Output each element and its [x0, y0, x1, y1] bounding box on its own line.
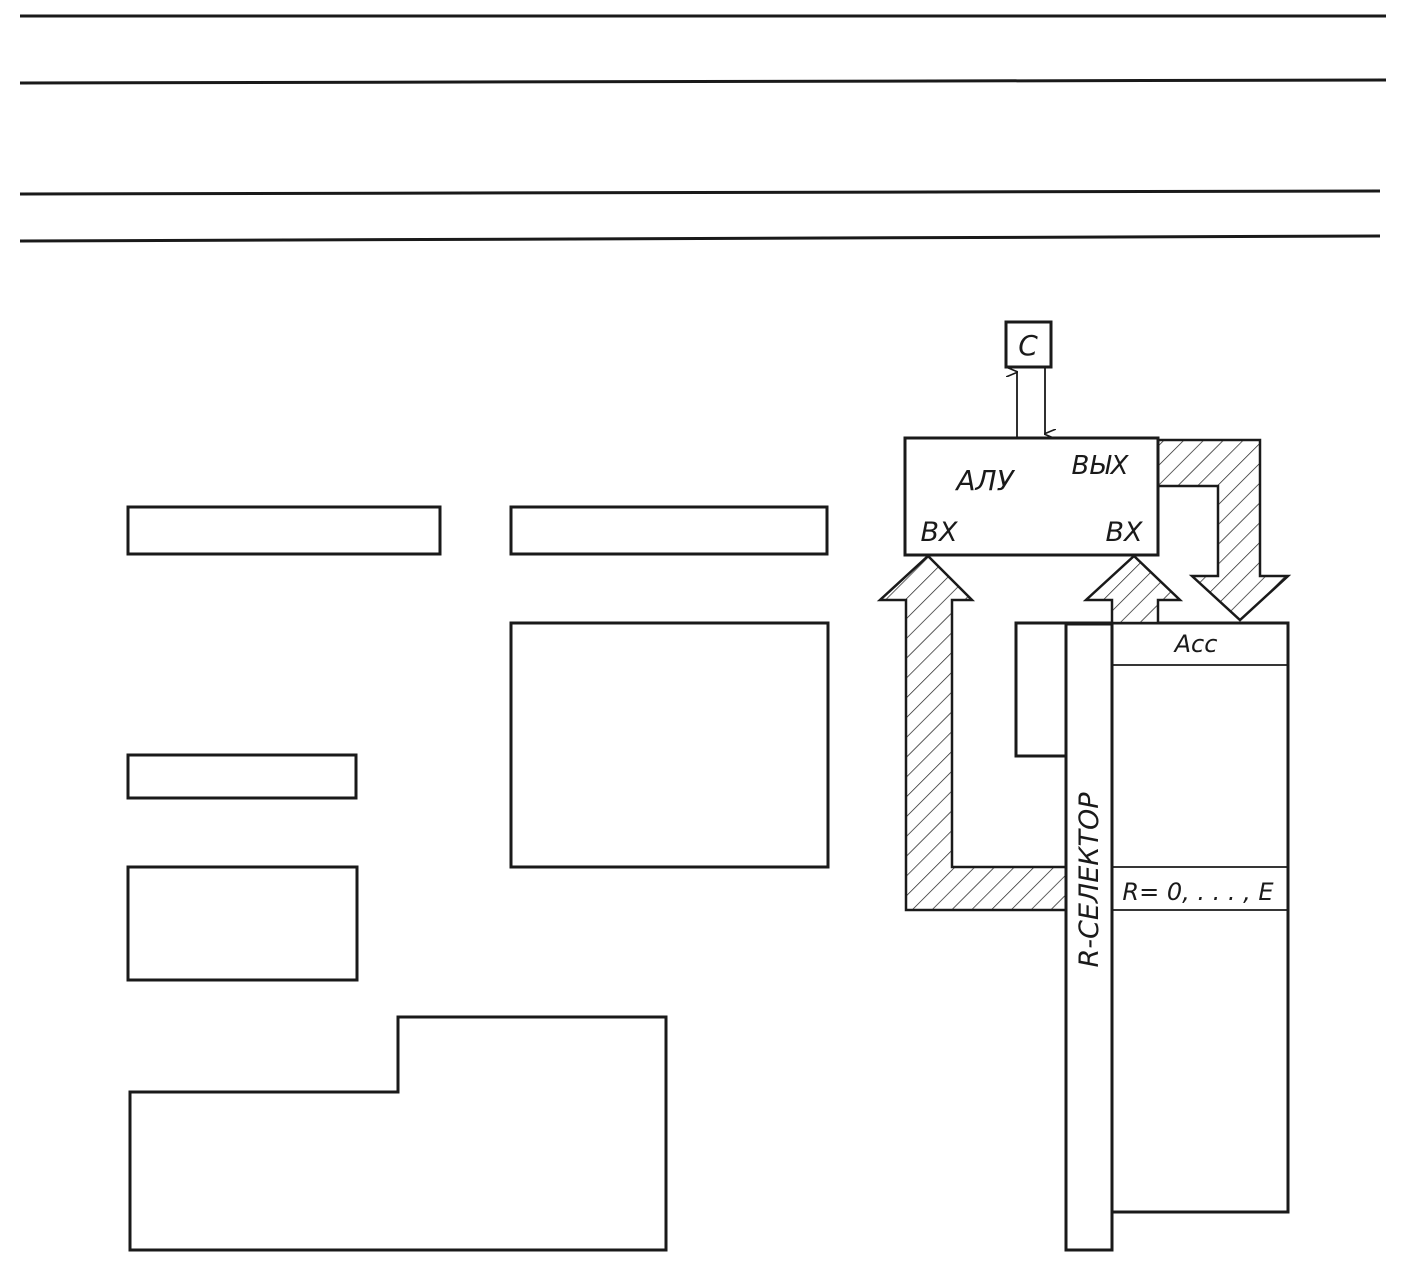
acc-label: Acc: [1173, 630, 1218, 658]
alu-input-left-label: ВХ: [920, 517, 958, 548]
empty-block-6: [128, 1015, 668, 1252]
empty-block-5: [126, 865, 359, 982]
r-range-label: R= 0, . . . , E: [1122, 878, 1274, 906]
alu-input-right-label: ВХ: [1105, 517, 1143, 548]
r-selector-label: R-СЕЛЕКТОР: [1074, 792, 1105, 968]
alu-block: [903, 436, 1160, 557]
empty-block-1: [126, 505, 442, 556]
register-to-alu-right-bus: [1082, 554, 1184, 625]
empty-block-2: [509, 505, 829, 556]
alu-output-label: ВЫХ: [1072, 451, 1130, 481]
top-rule-4: [19, 234, 1381, 243]
r-selector-bar: [1064, 622, 1114, 1252]
register-to-alu-left-bus: [876, 554, 1068, 912]
top-rule-2: [19, 78, 1387, 85]
carry-flag-label: C: [1018, 329, 1038, 362]
empty-block-4: [126, 753, 358, 800]
alu-label: АЛУ: [954, 464, 1015, 497]
carry-flag-box: [1004, 320, 1053, 369]
empty-block-3: [509, 621, 830, 869]
register-file: [1014, 621, 1290, 1214]
top-rule-3: [19, 189, 1381, 196]
alu-output-bus: [1156, 438, 1292, 622]
